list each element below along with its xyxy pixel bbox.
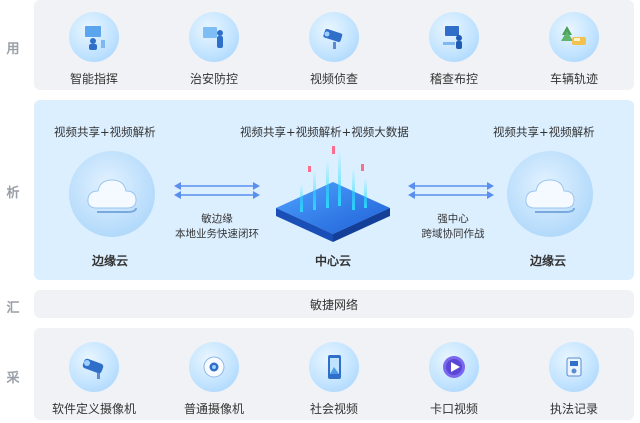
cloud-icon [525,179,575,213]
app-item-label: 视频侦查 [309,72,358,86]
layer-label-collection: 采 [6,371,20,386]
command-person-icon [69,12,119,62]
inspection-desk-icon [429,12,479,62]
center-cloud-platform-icon [276,146,390,242]
center-node-label: 中心云 [315,254,352,268]
cloud-icon [87,179,137,213]
mobile-video-icon [309,342,359,392]
collect-item-label: 软件定义摄像机 [51,402,136,416]
app-item-command[interactable]: 智能指挥 [40,12,148,87]
collection-panel: 软件定义摄像机 普通摄像机 社会视频 卡口视频 执法记录 [34,328,634,420]
collect-item-sdc[interactable]: 软件定义摄像机 [40,342,148,417]
left-node-title: 视频共享+视频解析 [54,125,156,139]
right-bidirectional-arrows [408,182,494,199]
left-edge-cloud [69,151,155,237]
right-link-line2: 跨域协同作战 [421,228,485,240]
right-edge-cloud [507,151,593,237]
layer-label-analysis: 析 [6,186,20,201]
surveillance-camera-icon [309,12,359,62]
layer-label-aggregation: 汇 [6,301,20,316]
right-node-label: 边缘云 [530,254,567,268]
app-item-label: 治安防控 [189,72,238,86]
analysis-panel: 视频共享+视频解析 视频共享+视频解析+视频大数据 视频共享+视频解析 边缘云 … [34,100,634,280]
collect-item-label: 执法记录 [549,402,598,416]
app-item-label: 稽查布控 [429,72,478,86]
app-item-label: 智能指挥 [69,72,118,86]
network-panel: 敏捷网络 [34,290,634,318]
collect-item-label: 卡口视频 [429,402,478,416]
application-panel: 智能指挥 治安防控 视频侦查 稽查布控 车辆轨迹 [34,0,634,90]
right-node-title: 视频共享+视频解析 [493,125,595,139]
collect-item-checkpoint[interactable]: 卡口视频 [400,342,508,417]
app-item-label: 车辆轨迹 [549,72,598,86]
app-item-security[interactable]: 治安防控 [160,12,268,87]
sdc-camera-icon [69,342,119,392]
center-node-title: 视频共享+视频解析+视频大数据 [240,125,409,139]
left-node-label: 边缘云 [92,254,129,268]
left-link-caption: 敏边缘 本地业务快速闭环 [167,212,267,242]
collect-item-social-video[interactable]: 社会视频 [280,342,388,417]
vehicle-tracking-icon [549,12,599,62]
left-bidirectional-arrows [174,182,260,199]
collect-item-law-enforcement[interactable]: 执法记录 [520,342,628,417]
collect-item-label: 普通摄像机 [183,402,244,416]
network-label: 敏捷网络 [309,297,358,312]
right-link-line1: 强中心 [437,213,469,225]
left-link-line2: 本地业务快速闭环 [175,228,259,240]
app-item-inspection[interactable]: 稽查布控 [400,12,508,87]
left-link-line1: 敏边缘 [201,213,233,225]
app-item-vehicle[interactable]: 车辆轨迹 [520,12,628,87]
dome-camera-icon [189,342,239,392]
checkpoint-video-icon [429,342,479,392]
security-officer-icon [189,12,239,62]
body-recorder-icon [549,342,599,392]
app-item-investigation[interactable]: 视频侦查 [280,12,388,87]
collect-item-label: 社会视频 [309,402,358,416]
layer-label-application: 用 [6,42,20,57]
right-link-caption: 强中心 跨域协同作战 [403,212,503,242]
collect-item-normal-camera[interactable]: 普通摄像机 [160,342,268,417]
